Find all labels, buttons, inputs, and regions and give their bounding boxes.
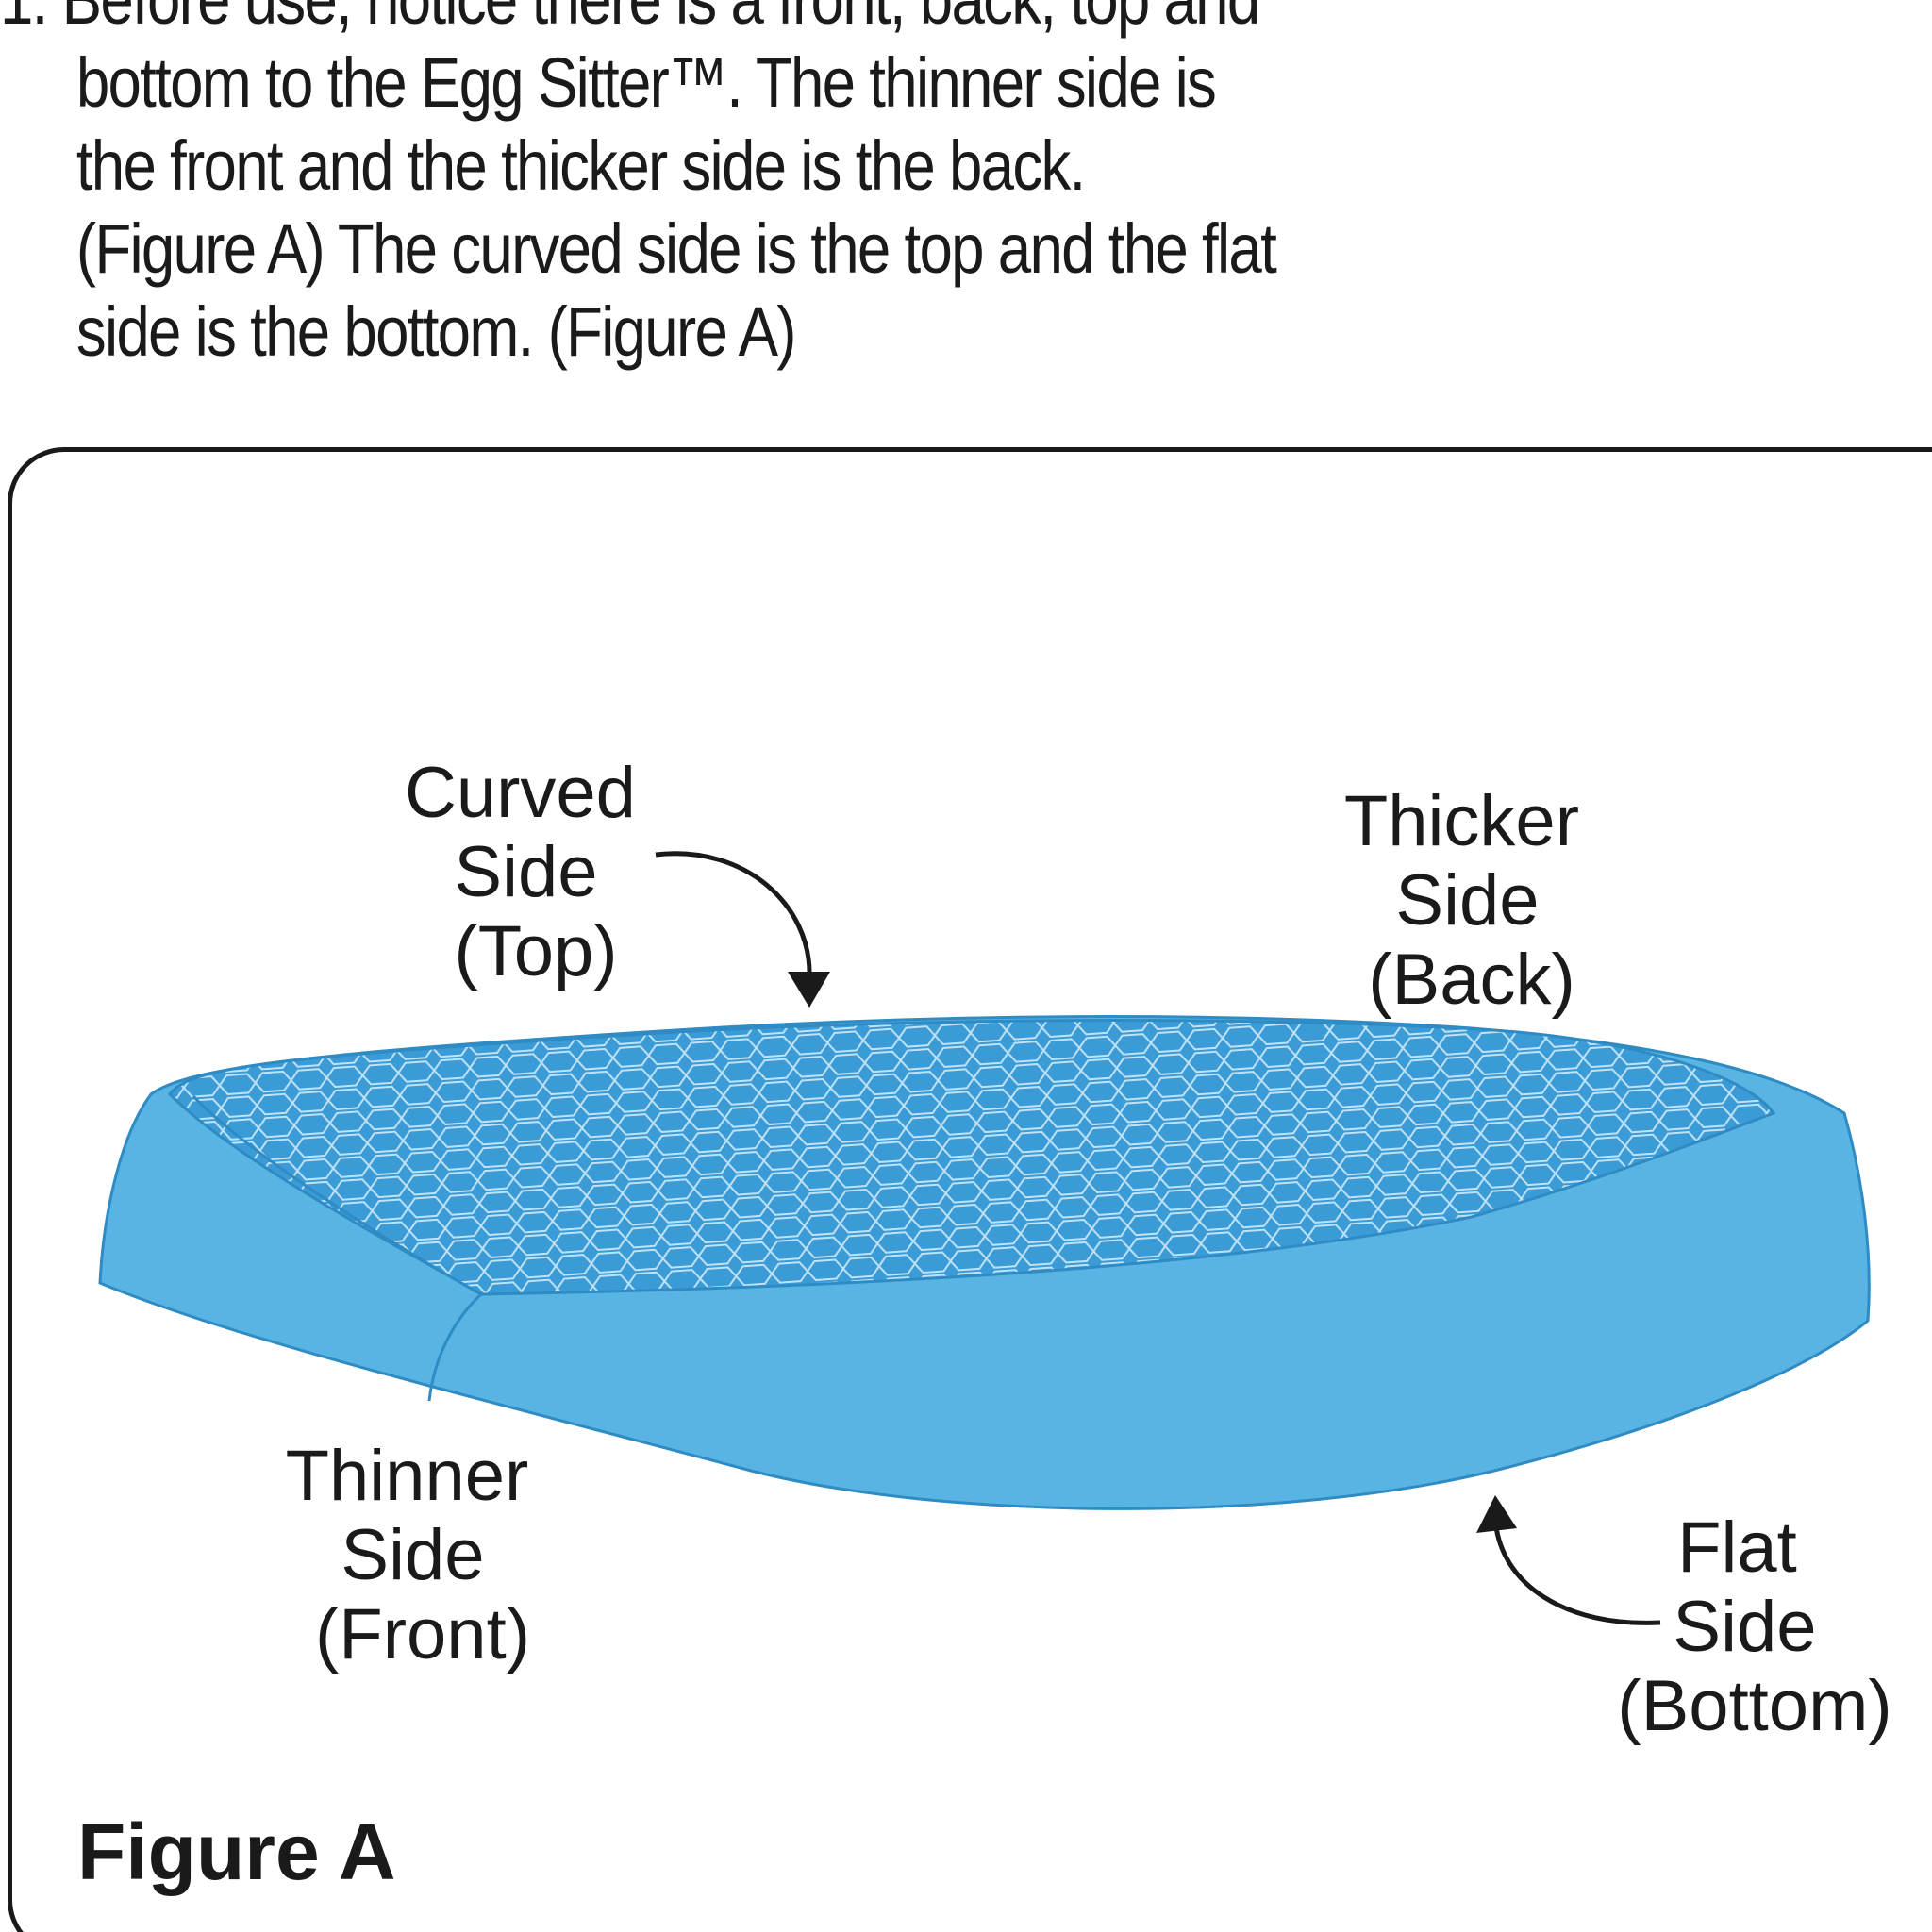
curved-side-arrow-head (788, 972, 830, 1008)
figure-caption: Figure A (77, 1807, 396, 1896)
label-curved-side: Curved Side (Top) (405, 753, 656, 991)
label-flat-line-3: (Bottom) (1617, 1666, 1891, 1746)
label-thicker-side: Thicker Side (Back) (1344, 781, 1599, 1020)
label-thinner-line-1: Thinner (286, 1436, 529, 1516)
label-flat-line-1: Flat (1677, 1507, 1797, 1588)
label-thicker-line-2: Side (1395, 860, 1539, 941)
curved-side-arrow (655, 851, 812, 977)
instruction-line-3: the front and the thicker side is the ba… (75, 126, 1086, 205)
instruction-line-2: bottom to the Egg Sitter™. The thinner s… (75, 43, 1217, 122)
flat-side-arrow (1492, 1518, 1661, 1625)
label-thinner-line-3: (Front) (315, 1594, 530, 1674)
label-thicker-line-3: (Back) (1368, 940, 1575, 1020)
instructions-text: 1. Before use, notice there is a front, … (0, 0, 1379, 374)
label-thinner-side: Thinner Side (Front) (286, 1436, 549, 1674)
label-thicker-line-1: Thicker (1344, 781, 1579, 861)
label-curved-line-2: Side (454, 832, 597, 912)
cushion-seam-line (427, 1292, 483, 1402)
label-curved-line-1: Curved (405, 753, 636, 833)
label-flat-side: Flat Side (Bottom) (1617, 1507, 1891, 1746)
cushion-top-surface (168, 1019, 1776, 1296)
flat-side-arrow-head (1476, 1495, 1517, 1533)
figure-frame (8, 447, 1932, 1932)
instruction-line-5: side is the bottom. (Figure A) (75, 292, 797, 371)
instruction-line-1: 1. Before use, notice there is a front, … (0, 0, 1379, 42)
cushion-rim-line (192, 1094, 482, 1296)
label-thinner-line-2: Side (341, 1515, 484, 1595)
instruction-line-4: (Figure A) The curved side is the top an… (75, 209, 1277, 288)
label-curved-line-3: (Top) (454, 911, 617, 991)
label-flat-line-2: Side (1673, 1587, 1816, 1667)
